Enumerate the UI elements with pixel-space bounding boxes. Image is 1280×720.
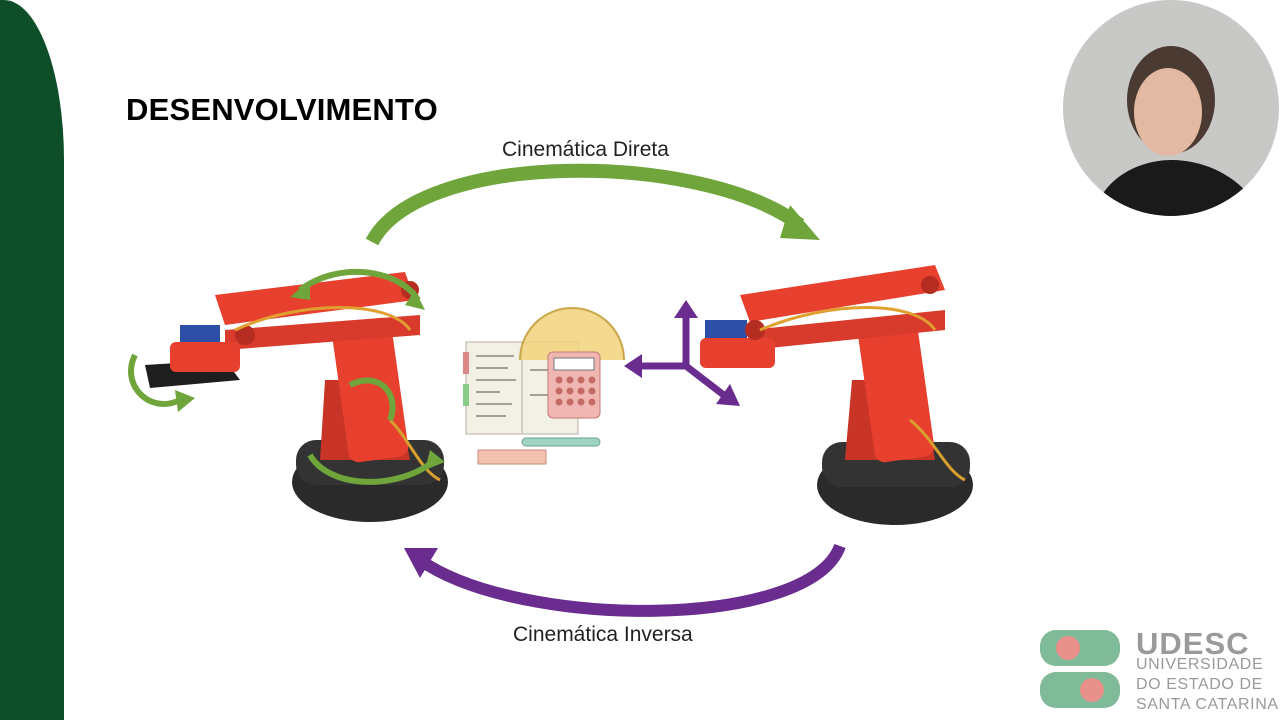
robot-arm-right <box>700 265 973 525</box>
math-illustration <box>463 307 625 465</box>
udesc-logo-icon <box>1040 630 1120 708</box>
forward-arrow-icon <box>365 163 820 246</box>
inverse-arrow-icon <box>404 543 846 617</box>
logo-line2: DO ESTADO DE <box>1136 676 1263 693</box>
rotation-arrowheads <box>175 280 445 470</box>
inverse-kinematics-label: Cinemática Inversa <box>513 623 693 646</box>
logo-line1: UNIVERSIDADE <box>1136 656 1264 673</box>
side-band <box>0 0 64 720</box>
calculator-icon <box>547 351 601 419</box>
slide-title: DESENVOLVIMENTO <box>126 92 438 127</box>
forward-kinematics-label: Cinemática Direta <box>502 138 669 161</box>
presenter-webcam <box>1063 0 1279 216</box>
pen-icon <box>521 437 601 447</box>
rotation-arrow-icon <box>128 268 437 485</box>
logo-name: UDESC <box>1136 626 1250 661</box>
logo-line3: SANTA CATARINA <box>1136 696 1279 713</box>
xyz-axes-icon <box>624 300 740 406</box>
ruler-icon <box>477 449 547 465</box>
protractor-icon <box>519 307 625 361</box>
